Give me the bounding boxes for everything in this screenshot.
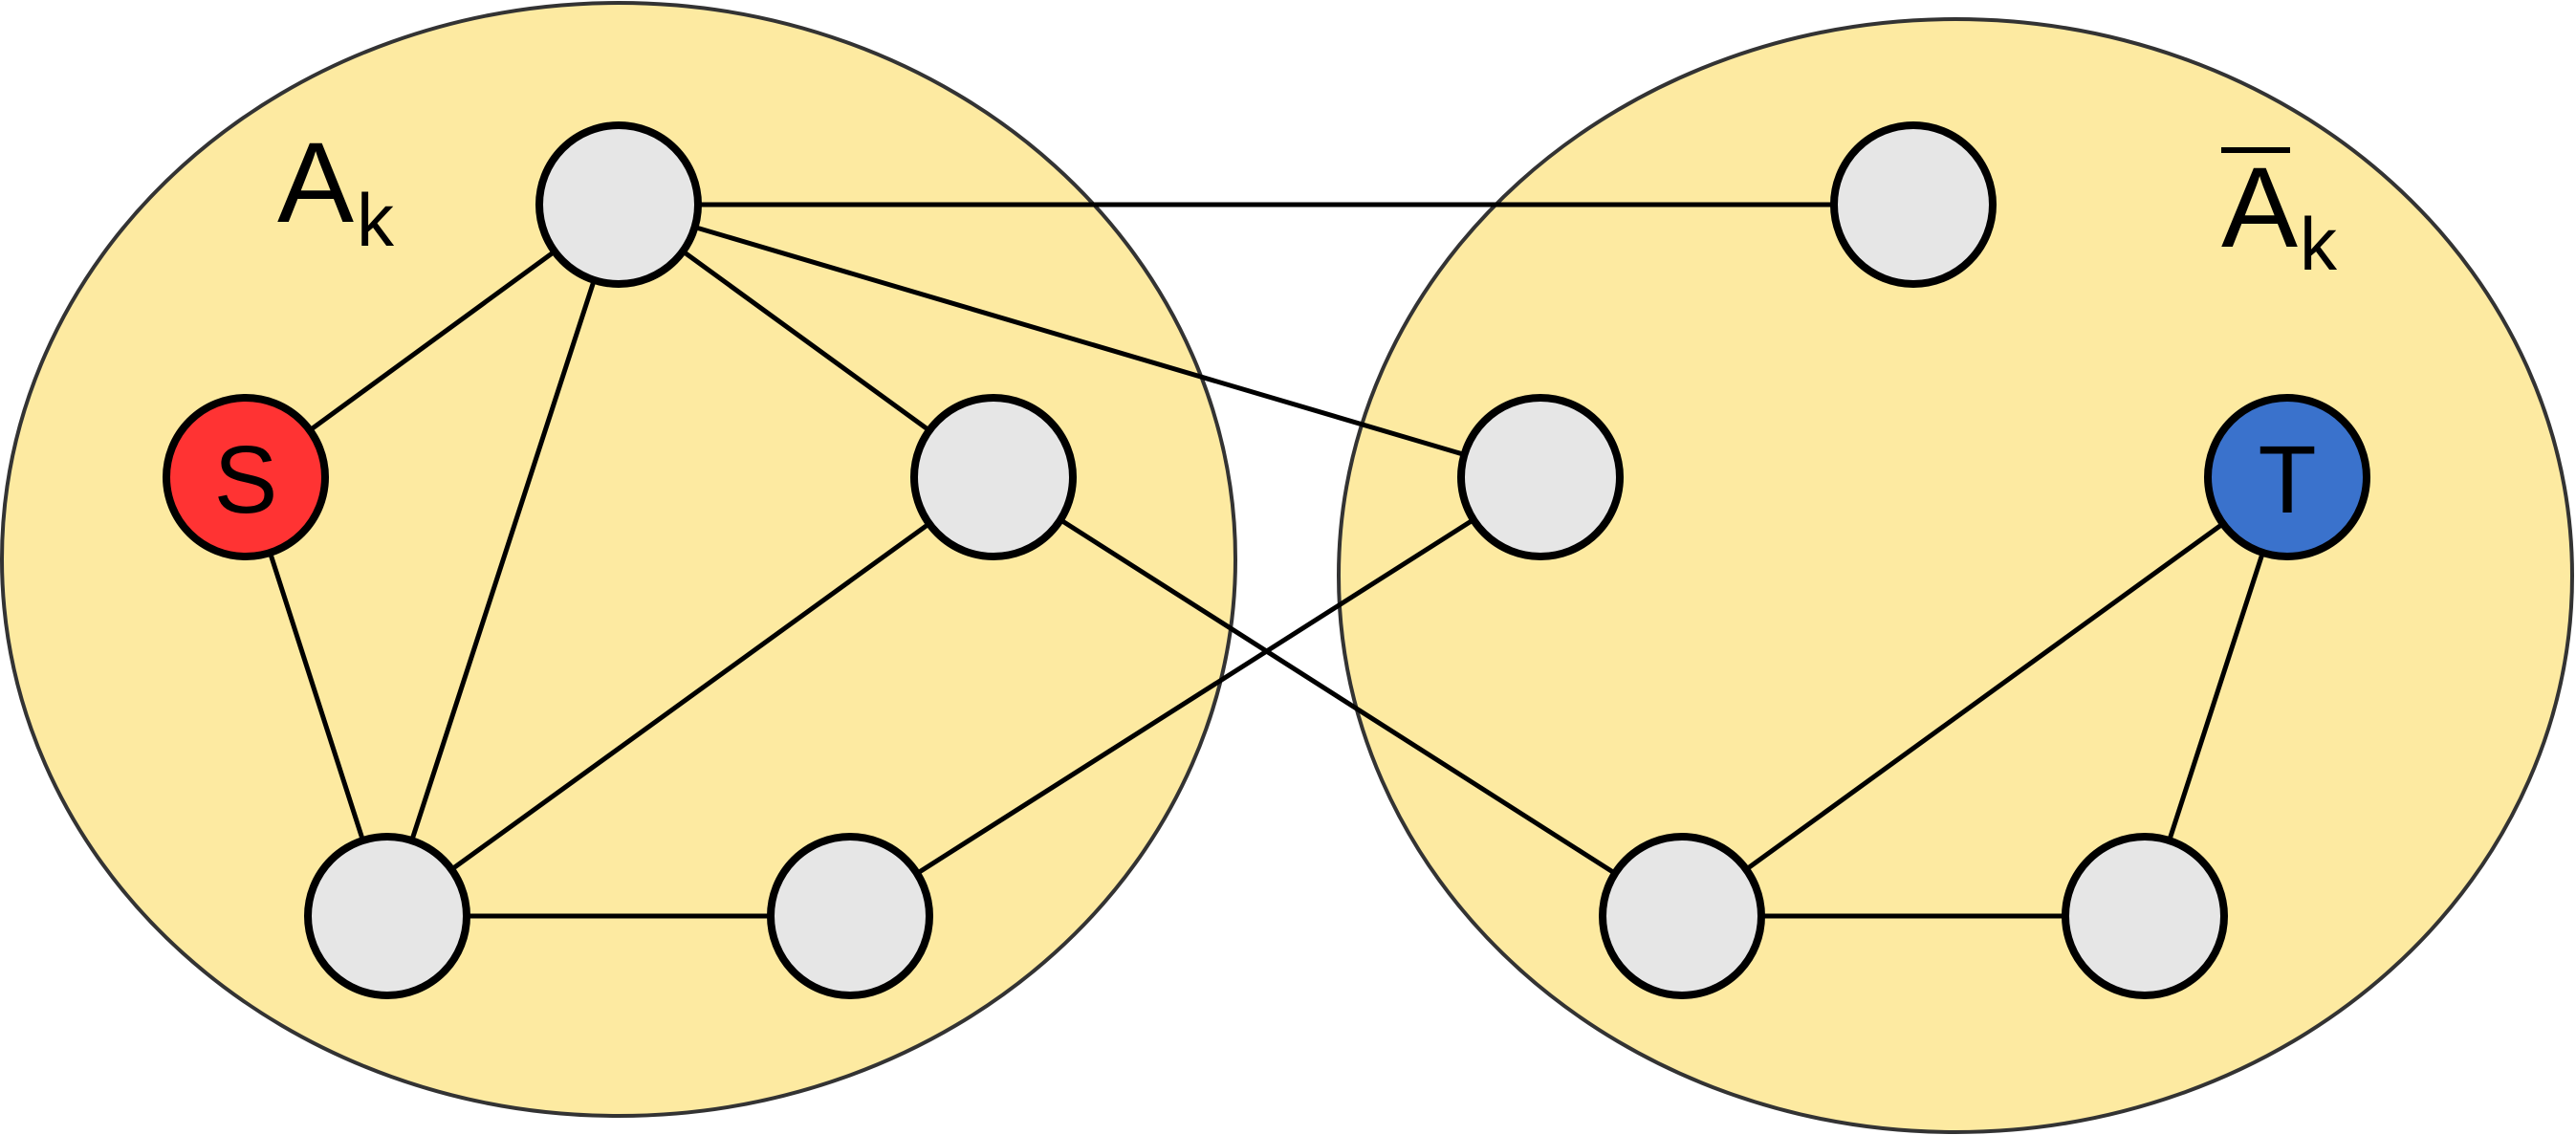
node-t-label: T	[2258, 426, 2316, 534]
node-b2	[1457, 394, 1624, 560]
edge-a4-b2	[848, 474, 1542, 919]
node-b4	[2062, 833, 2228, 999]
node-s	[163, 394, 329, 560]
edge-a2-b3	[992, 474, 1684, 919]
edge-b3-t	[1680, 474, 2289, 919]
set-a-k-main: A	[277, 119, 354, 247]
node-a2	[910, 394, 1077, 560]
set-a-k-label: A k	[277, 119, 395, 262]
node-s-label: S	[214, 426, 278, 534]
set-a-k-bar-main: A	[2221, 143, 2298, 272]
set-a-k-bar-subscript: k	[2300, 202, 2338, 286]
edge-a1-a3	[384, 204, 622, 917]
nodes-layer: S T	[163, 121, 2370, 999]
edge-a2-a3	[385, 474, 995, 919]
node-t	[2204, 394, 2370, 560]
node-a4	[767, 833, 933, 999]
node-a1	[535, 121, 702, 288]
node-b3	[1599, 833, 1765, 999]
set-a-k-region	[0, 1, 1237, 1118]
set-a-k-subscript: k	[357, 178, 395, 262]
edge-a1-b2	[618, 202, 1541, 480]
set-a-k-bar-label: A k	[2221, 143, 2338, 286]
node-b1	[1830, 121, 1997, 288]
node-a3	[304, 833, 470, 999]
